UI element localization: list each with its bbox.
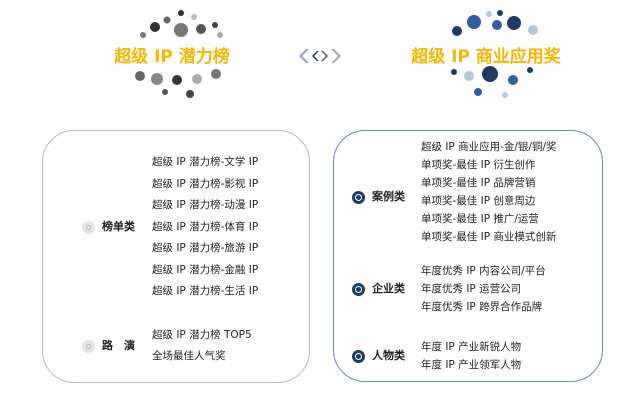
target-icon (352, 350, 365, 363)
award-item: 超级 IP 潜力榜-动漫 IP (152, 199, 259, 211)
swap-arrows-icon (299, 49, 341, 63)
award-item: 单项奖-最佳 IP 推广/运营 (421, 213, 539, 225)
award-item: 年度优秀 IP 运营公司 (421, 283, 522, 295)
category-label: 人物类 (372, 349, 405, 362)
award-item: 年度 IP 产业新锐人物 (421, 341, 522, 353)
target-icon (352, 283, 365, 296)
category-label: 案例类 (372, 190, 405, 203)
target-icon (352, 191, 365, 204)
decorative-dots (135, 10, 538, 98)
category-label: 榜单类 (102, 220, 135, 233)
category-label: 路 演 (102, 339, 135, 352)
award-item: 单项奖-最佳 IP 衍生创作 (421, 159, 536, 171)
potential-list-panel (42, 130, 310, 383)
award-item: 超级 IP 潜力榜 TOP5 (152, 329, 252, 341)
award-item: 超级 IP 商业应用-金/银/铜/奖 (421, 141, 557, 153)
award-item: 超级 IP 潜力榜-影视 IP (152, 177, 259, 190)
award-item: 超级 IP 潜力榜-文学 IP (152, 156, 259, 168)
target-icon (82, 221, 95, 234)
award-item: 超级 IP 潜力榜-体育 IP (152, 220, 259, 233)
left-title: 超级 IP 潜力榜 (114, 47, 230, 67)
award-item: 超级 IP 潜力榜-生活 IP (152, 285, 259, 297)
award-item: 单项奖-最佳 IP 商业模式创新 (421, 231, 557, 243)
award-item: 年度优秀 IP 跨界合作品牌 (421, 301, 543, 313)
award-item: 超级 IP 潜力榜-旅游 IP (152, 242, 259, 254)
target-icon (82, 340, 95, 353)
award-item: 全场最佳人气奖 (152, 350, 226, 362)
right-title: 超级 IP 商业应用奖 (411, 47, 561, 67)
award-item: 年度 IP 产业领军人物 (421, 359, 522, 371)
commercial-award-panel (333, 130, 603, 382)
award-item: 超级 IP 潜力榜-金融 IP (152, 263, 259, 276)
category-label: 企业类 (372, 282, 405, 295)
award-item: 单项奖-最佳 IP 创意周边 (421, 195, 536, 207)
award-item: 单项奖-最佳 IP 品牌营销 (421, 177, 536, 189)
award-item: 年度优秀 IP 内容公司/平台 (421, 265, 546, 277)
